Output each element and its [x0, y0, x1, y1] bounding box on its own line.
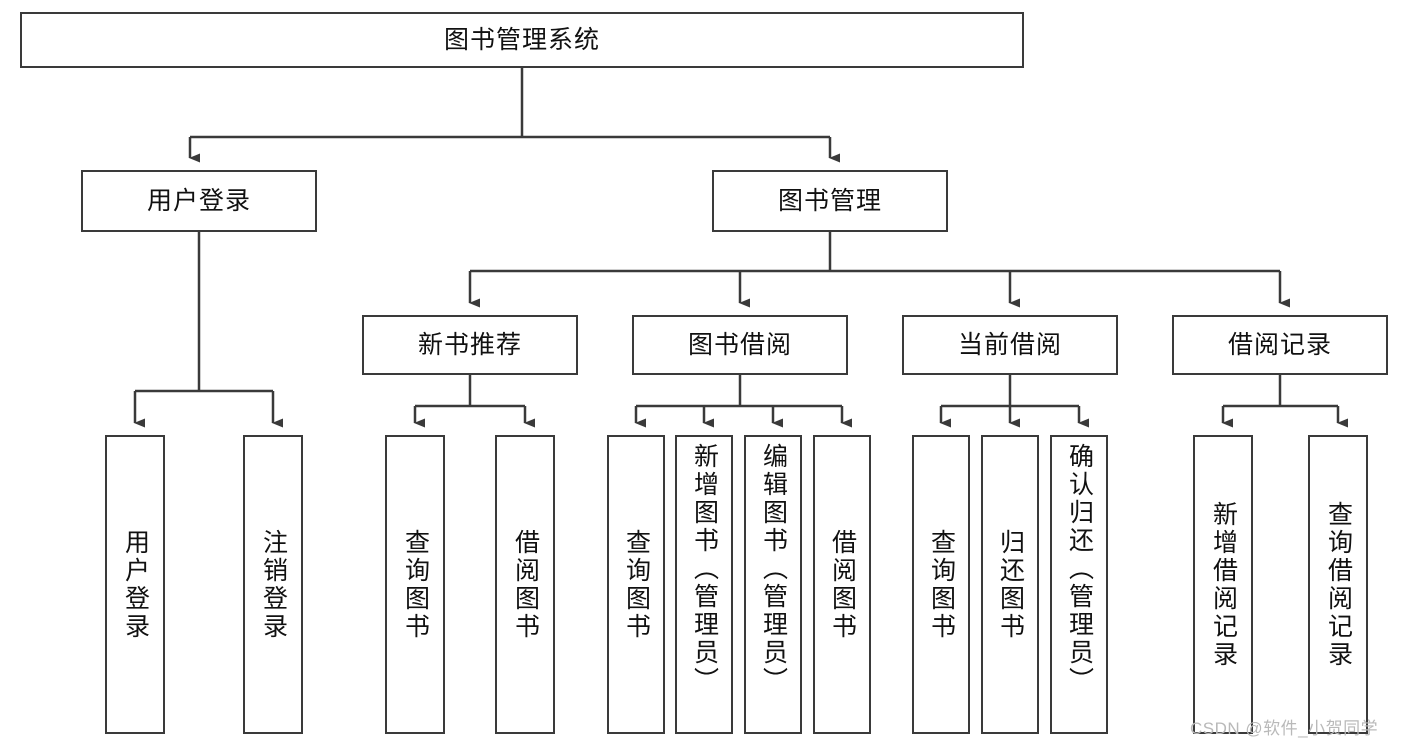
node-book-management[interactable]: 图书管理 — [712, 170, 948, 232]
node-label: 查询图书 — [622, 528, 651, 641]
node-label: 确认归还（管理员） — [1065, 443, 1094, 695]
node-label: 借阅记录 — [1227, 330, 1332, 359]
node-label: 查询借阅记录 — [1324, 500, 1353, 669]
leaf-recommend-query-book[interactable]: 查询图书 — [385, 435, 445, 734]
node-label: 注销登录 — [259, 528, 288, 641]
node-label: 查询图书 — [401, 528, 430, 641]
node-label: 新增图书（管理员） — [690, 443, 719, 695]
leaf-user-login-login[interactable]: 用户登录 — [105, 435, 165, 734]
leaf-borrow-add-book-admin[interactable]: 新增图书（管理员） — [675, 435, 733, 734]
node-label: 用户登录 — [121, 528, 150, 641]
node-label: 图书管理系统 — [443, 25, 600, 54]
node-root-system[interactable]: 图书管理系统 — [20, 12, 1024, 68]
leaf-current-query-book[interactable]: 查询图书 — [912, 435, 970, 734]
leaf-current-return-book[interactable]: 归还图书 — [981, 435, 1039, 734]
leaf-record-query-record[interactable]: 查询借阅记录 — [1308, 435, 1368, 734]
node-label: 用户登录 — [146, 186, 251, 215]
node-label: 新书推荐 — [417, 330, 522, 359]
node-label: 新增借阅记录 — [1209, 500, 1238, 669]
node-book-borrow[interactable]: 图书借阅 — [632, 315, 848, 375]
node-label: 归还图书 — [996, 528, 1025, 641]
node-current-borrow[interactable]: 当前借阅 — [902, 315, 1118, 375]
node-new-book-recommend[interactable]: 新书推荐 — [362, 315, 578, 375]
node-label: 编辑图书（管理员） — [759, 443, 788, 695]
node-label: 借阅图书 — [511, 528, 540, 641]
leaf-recommend-borrow-book[interactable]: 借阅图书 — [495, 435, 555, 734]
node-user-login[interactable]: 用户登录 — [81, 170, 317, 232]
leaf-borrow-edit-book-admin[interactable]: 编辑图书（管理员） — [744, 435, 802, 734]
leaf-borrow-query-book[interactable]: 查询图书 — [607, 435, 665, 734]
node-label: 当前借阅 — [957, 330, 1062, 359]
node-label: 图书借阅 — [687, 330, 792, 359]
leaf-user-login-logout[interactable]: 注销登录 — [243, 435, 303, 734]
node-borrow-record[interactable]: 借阅记录 — [1172, 315, 1388, 375]
leaf-record-add-record[interactable]: 新增借阅记录 — [1193, 435, 1253, 734]
leaf-current-confirm-return-admin[interactable]: 确认归还（管理员） — [1050, 435, 1108, 734]
watermark: CSDN @软件_小贺同学 — [1190, 719, 1379, 738]
node-label: 借阅图书 — [828, 528, 857, 641]
leaf-borrow-borrow-book[interactable]: 借阅图书 — [813, 435, 871, 734]
node-label: 查询图书 — [927, 528, 956, 641]
node-label: 图书管理 — [777, 186, 882, 215]
